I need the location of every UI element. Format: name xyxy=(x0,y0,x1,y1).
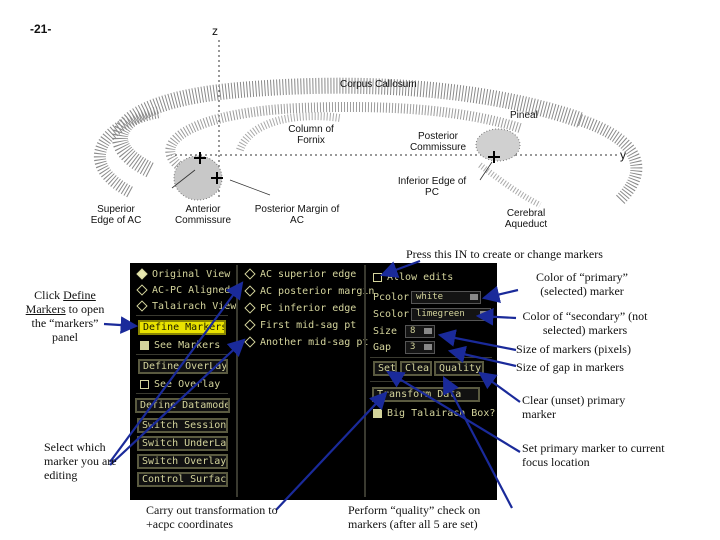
marker-crosses xyxy=(194,151,500,184)
radio-off-icon xyxy=(244,336,256,348)
dropdown-arrow-icon xyxy=(424,328,432,334)
radio-off-icon xyxy=(136,284,148,296)
scolor-label: Scolor xyxy=(373,309,410,320)
marker-another-mid-sag[interactable]: Another mid-sag pt xyxy=(244,336,368,348)
corpus-callosum-shape xyxy=(93,77,643,205)
marker-ac-superior-edge[interactable]: AC superior edge xyxy=(244,268,356,280)
transform-data-button[interactable]: Transform Data xyxy=(372,387,480,402)
annotation-set-primary: Set primary marker to current focus loca… xyxy=(522,441,665,469)
annotation-click-define: Click Define Markers to open the “marker… xyxy=(25,288,105,344)
define-markers-button[interactable]: Define Markers xyxy=(138,320,226,335)
page-number: -21- xyxy=(30,22,52,36)
label-corpus-callosum: Corpus Callosum xyxy=(340,79,417,90)
annotation-perform-quality: Perform “quality” check on markers (afte… xyxy=(348,503,481,531)
define-markers-link: Define Markers xyxy=(25,288,96,316)
brain-sagittal-diagram xyxy=(93,40,643,208)
pcolor-select[interactable]: white xyxy=(411,291,481,304)
switch-session-button[interactable]: Switch Session xyxy=(137,418,228,433)
annotation-size-markers: Size of markers (pixels) xyxy=(516,342,631,356)
label-superior-edge-ac: Superior Edge of AC xyxy=(90,204,142,226)
allow-edits-toggle[interactable]: Allow edits xyxy=(373,272,453,283)
set-button[interactable]: Set xyxy=(373,361,397,376)
pcolor-label: Pcolor xyxy=(373,292,410,303)
markers-panel: Original View AC-PC Aligned Talairach Vi… xyxy=(130,263,497,500)
see-markers-toggle[interactable]: See Markers xyxy=(140,340,220,351)
label-column-of-fornix: Column of Fornix xyxy=(288,124,334,146)
see-overlay-toggle[interactable]: See Overlay xyxy=(140,379,220,390)
annotation-select-marker: Select which marker you are editing xyxy=(44,440,117,482)
label-cerebral-aqueduct: Cerebral Aqueduct xyxy=(504,208,548,230)
annotation-carry-out: Carry out transformation to +acpc coordi… xyxy=(146,503,278,531)
checkbox-off-icon xyxy=(373,272,382,282)
define-overlay-button[interactable]: Define OverLay xyxy=(138,359,228,374)
marker-first-mid-sag[interactable]: First mid-sag pt xyxy=(244,319,356,331)
radio-off-icon xyxy=(136,300,148,312)
label-axis-y: y xyxy=(620,148,626,162)
marker-ac-posterior-margin[interactable]: AC posterior margin xyxy=(244,285,374,297)
gap-label: Gap xyxy=(373,342,392,353)
radio-original-view[interactable]: Original View xyxy=(136,268,230,280)
label-inferior-edge-pc: Inferior Edge of PC xyxy=(397,176,467,198)
aqueduct-shape xyxy=(478,162,542,208)
radio-off-icon xyxy=(244,319,256,331)
checkbox-on-icon xyxy=(373,408,382,418)
annotation-color-primary: Color of “primary” (selected) marker xyxy=(536,270,628,298)
size-select[interactable]: 8 xyxy=(405,325,435,338)
clear-button[interactable]: Clear xyxy=(400,361,432,376)
annotation-press-in: Press this IN to create or change marker… xyxy=(406,247,603,261)
switch-underlay-button[interactable]: Switch UnderLay xyxy=(137,436,228,451)
control-surface-button[interactable]: Control Surface xyxy=(137,472,228,487)
annotation-color-secondary: Color of “secondary” (not selected) mark… xyxy=(522,309,648,337)
radio-talairach-view[interactable]: Talairach View xyxy=(136,300,236,312)
posterior-commissure-blob xyxy=(475,128,521,162)
radio-on-icon xyxy=(136,268,148,280)
checkbox-off-icon xyxy=(140,379,149,389)
radio-off-icon xyxy=(244,302,256,314)
scolor-select[interactable]: limegreen xyxy=(411,308,491,321)
radio-acpc-aligned[interactable]: AC-PC Aligned xyxy=(136,284,230,296)
quality-button[interactable]: Quality? xyxy=(434,361,484,376)
gap-select[interactable]: 3 xyxy=(405,341,435,354)
radio-off-icon xyxy=(244,268,256,280)
label-axis-z: z xyxy=(212,24,218,38)
define-datamode-button[interactable]: Define Datamode xyxy=(135,398,230,413)
dropdown-arrow-icon xyxy=(480,311,488,317)
label-posterior-margin-ac: Posterior Margin of AC xyxy=(254,204,340,226)
label-anterior-commissure: Anterior Commissure xyxy=(174,204,232,226)
dropdown-arrow-icon xyxy=(470,294,478,300)
label-posterior-commissure: Posterior Commissure xyxy=(409,131,467,153)
big-talairach-box-toggle[interactable]: Big Talairach Box? xyxy=(373,408,495,419)
annotation-size-gap: Size of gap in markers xyxy=(516,360,624,374)
annotation-clear-unset: Clear (unset) primary marker xyxy=(522,393,626,421)
radio-off-icon xyxy=(244,285,256,297)
switch-overlay-button[interactable]: Switch Overlay xyxy=(137,454,228,469)
label-pineal: Pineal xyxy=(510,110,538,121)
dropdown-arrow-icon xyxy=(424,344,432,350)
marker-pc-inferior-edge[interactable]: PC inferior edge xyxy=(244,302,356,314)
checkbox-on-icon xyxy=(140,340,149,350)
size-label: Size xyxy=(373,326,398,337)
